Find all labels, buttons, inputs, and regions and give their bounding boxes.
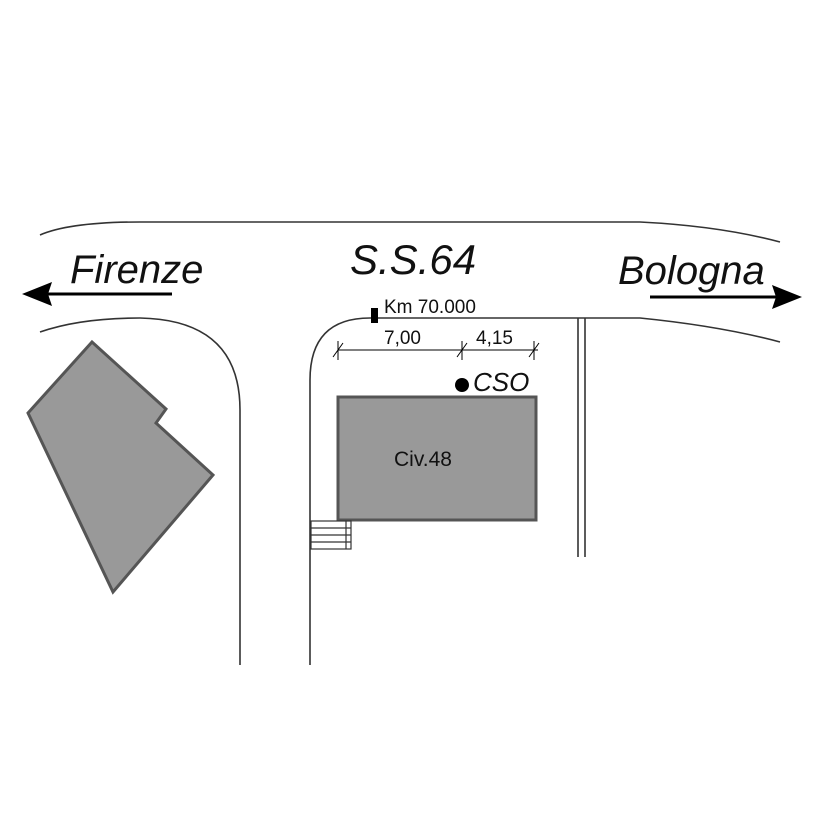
dimension-2-label: 4,15 [476,328,513,349]
dimension-1-label: 7,00 [384,328,421,349]
building-left [26,339,216,595]
road-south-edge-left [39,317,241,665]
arrow-left-icon [22,282,172,306]
direction-right-label: Bologna [618,249,765,293]
road-north-edge [39,221,781,243]
dimension-line [332,341,540,360]
cso-point-icon [455,378,469,392]
building-civ48 [336,395,538,522]
direction-left-label: Firenze [70,248,203,292]
road-name-label: S.S.64 [350,236,476,283]
entrance-steps [310,520,352,550]
km-marker-icon [371,308,378,323]
km-marker-label: Km 70.000 [384,297,476,318]
road-south-edge-right [309,317,781,665]
arrow-right-icon [650,285,802,309]
building-civ48-label: Civ.48 [394,448,452,471]
cso-label: CSO [473,367,529,397]
